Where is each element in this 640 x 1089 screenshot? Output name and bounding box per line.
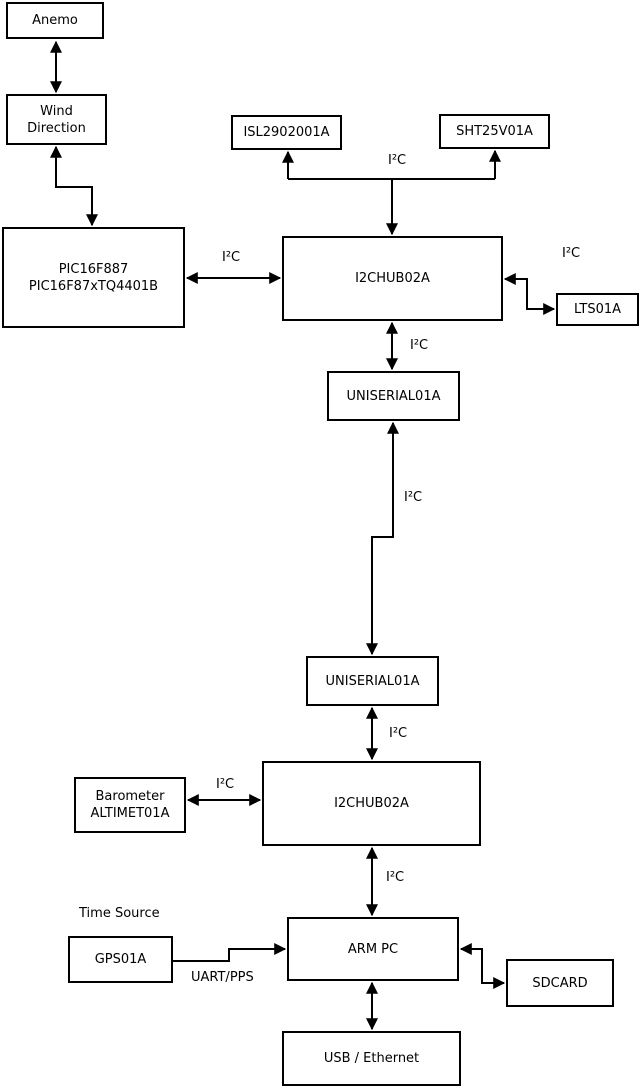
bus-label-i2c-uniserial-link: I²C xyxy=(404,490,423,505)
node-arm-pc-label: ARM PC xyxy=(347,941,399,957)
node-pic16f887: PIC16F887 PIC16F87xTQ4401B xyxy=(2,227,185,328)
node-uniserial01a-upper: UNISERIAL01A xyxy=(327,371,460,421)
bus-label-i2c-uniserial-hub2: I²C xyxy=(389,726,408,741)
node-i2chub02a-bottom: I2CHUB02A xyxy=(262,761,481,846)
node-barometer-altimet01a: Barometer ALTIMET01A xyxy=(74,777,186,833)
node-i2chub02a-top-label: I2CHUB02A xyxy=(355,271,430,286)
node-isl2902001a-label: ISL2902001A xyxy=(243,125,330,140)
node-uniserial01a-lower-label: UNISERIAL01A xyxy=(325,673,420,689)
bus-label-i2c-barometer: I²C xyxy=(216,777,235,792)
link-wind-pic xyxy=(50,145,98,227)
node-anemo: Anemo xyxy=(6,2,104,39)
node-arm-pc: ARM PC xyxy=(287,917,459,981)
node-sdcard-label: SDCARD xyxy=(532,975,588,991)
node-sht25v01a: SHT25V01A xyxy=(439,114,550,149)
node-barometer-altimet01a-label: Barometer ALTIMET01A xyxy=(90,789,170,821)
node-usb-ethernet-label: USB / Ethernet xyxy=(323,1051,420,1066)
bus-label-uart-pps: UART/PPS xyxy=(191,970,254,985)
node-uniserial01a-upper-label: UNISERIAL01A xyxy=(346,388,441,404)
node-wind-direction-label: Wind Direction xyxy=(27,103,86,136)
node-i2chub02a-top: I2CHUB02A xyxy=(282,236,503,321)
link-gps-arm xyxy=(173,943,287,962)
bus-label-i2c-hub-uniserial: I²C xyxy=(410,338,429,353)
node-lts01a: LTS01A xyxy=(556,293,639,326)
node-usb-ethernet: USB / Ethernet xyxy=(282,1031,461,1086)
bus-label-i2c-hub2-arm: I²C xyxy=(386,870,405,885)
node-uniserial01a-lower: UNISERIAL01A xyxy=(306,656,439,706)
node-sdcard: SDCARD xyxy=(506,959,614,1007)
node-i2chub02a-bottom-label: I2CHUB02A xyxy=(334,796,409,811)
node-anemo-label: Anemo xyxy=(32,13,78,28)
node-gps01a-label: GPS01A xyxy=(94,952,147,967)
bus-label-i2c-lts: I²C xyxy=(562,246,581,261)
node-sht25v01a-label: SHT25V01A xyxy=(456,124,533,139)
bus-label-i2c-pic-hub: I²C xyxy=(222,250,241,265)
node-lts01a-label: LTS01A xyxy=(573,302,622,317)
bus-label-i2c-sensor-bus: I²C xyxy=(388,153,407,168)
link-arm-sdcard xyxy=(459,943,506,989)
node-wind-direction: Wind Direction xyxy=(6,94,107,145)
link-hub1-lts xyxy=(503,273,556,315)
link-uniserial1-uniserial2 xyxy=(366,421,399,656)
node-isl2902001a: ISL2902001A xyxy=(231,115,342,150)
label-time-source: Time Source xyxy=(79,906,160,921)
node-pic16f887-label: PIC16F887 PIC16F87xTQ4401B xyxy=(28,261,159,294)
node-gps01a: GPS01A xyxy=(68,936,173,983)
